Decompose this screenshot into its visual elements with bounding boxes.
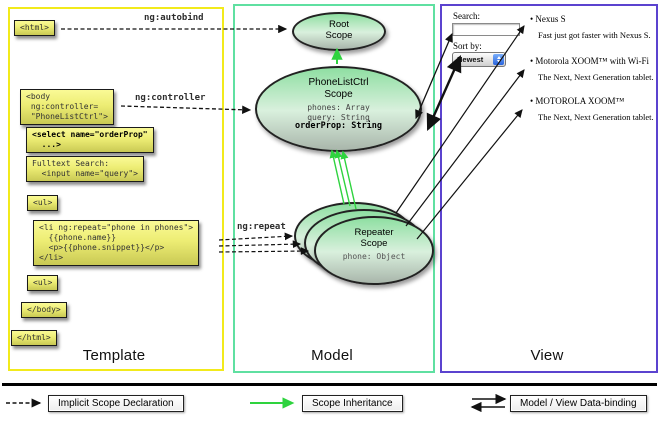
sort-select-value: Newest: [457, 55, 484, 64]
list-item-motorola-xoom-wifi: Motorola XOOM™ with Wi-Fi The Next, Next…: [530, 56, 656, 82]
phonelistctrl-scope-title: PhoneListCtrl Scope: [308, 77, 369, 100]
code-box-body-open: <body ng:controller= "PhoneListCtrl">: [20, 89, 114, 125]
label-ng-controller: ng:controller: [135, 93, 206, 103]
list-item-title: MOTOROLA XOOM™: [530, 96, 656, 106]
code-box-html-close: </html>: [11, 330, 57, 346]
code-box-fulltext-search: Fulltext Search: <input name="query">: [26, 156, 144, 182]
template-panel-title: Template: [82, 347, 146, 364]
code-box-body-close: </body>: [21, 302, 67, 318]
model-panel-title: Model: [311, 347, 353, 364]
code-box-select: <select name="orderProp" ...>: [26, 127, 154, 153]
legend-divider: [2, 383, 657, 386]
code-box-ul-close: <ul>: [27, 275, 59, 291]
repeater-scope-ellipse-front: Repeater Scope phone: Object: [314, 216, 434, 285]
search-label: Search:: [453, 11, 480, 21]
phonelistctrl-prop-query: query: String: [307, 112, 370, 122]
list-item-desc: The Next, Next Generation tablet.: [538, 112, 654, 122]
list-item-nexus-s: Nexus S Fast just got faster with Nexus …: [530, 14, 656, 40]
root-scope-title: Root Scope: [325, 19, 353, 41]
label-ng-repeat: ng:repeat: [237, 222, 286, 232]
search-input[interactable]: [452, 23, 520, 36]
view-panel-title: View: [530, 347, 564, 364]
list-item-title: Nexus S: [530, 14, 656, 24]
repeater-scope-title: Repeater Scope: [354, 227, 394, 249]
select-stepper-icon: [493, 54, 504, 65]
code-box-ul-open: <ul>: [27, 195, 59, 211]
model-panel: [233, 4, 435, 373]
sort-select[interactable]: Newest: [452, 52, 506, 67]
code-box-html-open: <html>: [14, 20, 55, 36]
legend-model-view-databinding: Model / View Data-binding: [510, 395, 647, 412]
list-item-title: Motorola XOOM™ with Wi-Fi: [530, 56, 656, 66]
root-scope-ellipse: Root Scope: [292, 12, 386, 51]
phonelistctrl-scope-ellipse: PhoneListCtrl Scope phones: Array query:…: [255, 66, 422, 152]
phonelistctrl-prop-orderprop: orderProp: String: [295, 121, 382, 131]
repeater-prop-phone: phone: Object: [342, 252, 406, 261]
list-item-desc: Fast just got faster with Nexus S.: [538, 30, 651, 40]
legend-scope-inheritance: Scope Inheritance: [302, 395, 403, 412]
legend-implicit-scope-declaration: Implicit Scope Declaration: [48, 395, 184, 412]
code-box-li-repeat: <li ng:repeat="phone in phones"> {{phone…: [33, 220, 200, 266]
label-ng-autobind: ng:autobind: [144, 13, 204, 23]
list-item-desc: The Next, Next Generation tablet.: [538, 72, 654, 82]
sort-by-label: Sort by:: [453, 41, 482, 51]
list-item-motorola-xoom: MOTOROLA XOOM™ The Next, Next Generation…: [530, 96, 656, 122]
phonelistctrl-prop-phones: phones: Array: [307, 103, 370, 112]
